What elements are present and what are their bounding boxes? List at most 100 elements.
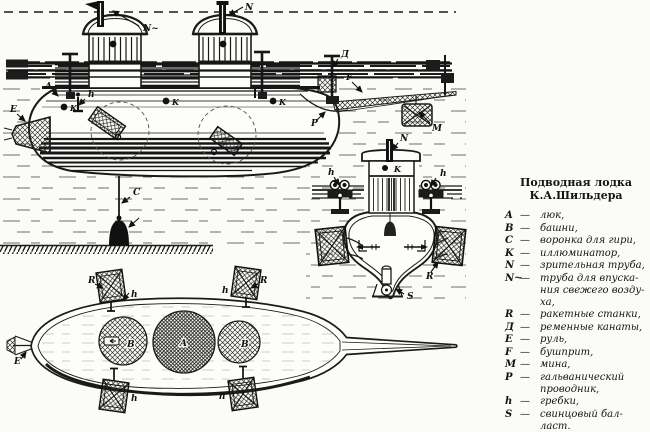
legend-title-line2: К.А.Шильдера: [529, 189, 623, 202]
tower-porthole: [382, 165, 388, 171]
porthole-dots: [60, 97, 277, 111]
legend-dash: —: [520, 235, 530, 246]
hull-dark-band: [39, 132, 331, 172]
callout-mine: M: [431, 124, 443, 134]
legend-entry: Д — ременные канаты,: [505, 322, 647, 334]
legend-letter: A: [505, 210, 513, 221]
top-rocket-stand-4: [227, 376, 259, 412]
callout-porthole: K: [171, 97, 180, 107]
callout-paddle: h: [131, 290, 138, 300]
callout-tower: B: [240, 340, 249, 350]
callout-scope-tube: N: [399, 134, 409, 144]
legend-entry: S — свинцовый бал- ласт.: [505, 409, 647, 432]
legend-letter: B: [505, 222, 514, 234]
legend-entry: A — люк,: [505, 210, 647, 222]
legend-entry: h—гребки,: [505, 396, 647, 408]
callout-rocket-stand: R: [425, 272, 434, 282]
legend-entry: E — руль,: [505, 334, 647, 346]
bowsprit-spar: [299, 90, 457, 113]
tower-circle-left: [98, 316, 148, 366]
legend-label: воронка для гири,: [540, 235, 636, 246]
callout-scope-tube: N: [244, 3, 254, 13]
legend-dash: —: [520, 396, 530, 407]
legend-dash: —: [520, 222, 530, 234]
callout-paddle: h: [222, 286, 229, 296]
callout-paddle: h: [131, 394, 138, 404]
top-view: [6, 265, 458, 414]
legend-letter: S: [505, 408, 513, 420]
legend-entry: N—зрительная труба,: [505, 260, 647, 272]
legend-dash: —: [520, 346, 530, 358]
legend-entry: R—ракетные станки,: [505, 309, 647, 321]
legend-dash: —: [520, 272, 530, 284]
callout-bowsprit: F: [345, 73, 353, 83]
front-rocket-stand-right: [431, 225, 467, 267]
legend-letter: R: [505, 309, 514, 320]
callout-paddle: h: [440, 169, 447, 179]
ballast-mechanism: [372, 265, 403, 298]
callout-paddle: h: [219, 392, 226, 402]
legend-title: Подводная лодка К.А.Шильдера: [505, 176, 647, 202]
legend-entry: B — башни,: [505, 223, 647, 235]
legend-dash: —: [520, 371, 530, 383]
legend-dash: —: [520, 210, 530, 221]
legend-entry: C — воронка для гири,: [505, 235, 647, 247]
rudder-cone: [3, 116, 51, 154]
tower-circle-right: [217, 320, 261, 364]
legend-label: ременные канаты,: [540, 321, 643, 333]
side-view-tower-left: [81, 1, 149, 89]
front-view: [314, 139, 467, 300]
seabed: [0, 244, 213, 254]
legend-entry: M— мина,: [505, 359, 647, 371]
top-rocket-stand-2: [230, 265, 262, 301]
callout-tower: B: [126, 340, 135, 350]
legend-label: зрительная труба,: [540, 260, 645, 271]
legend-label: башни,: [540, 222, 578, 234]
drop-weight: [109, 176, 129, 246]
rocket-stand-stowed: [208, 125, 244, 157]
callout-rocket-stand: R: [259, 276, 268, 286]
top-rocket-stand-3: [98, 378, 130, 414]
callout-porthole: K: [278, 97, 287, 107]
legend-label: руль,: [540, 334, 568, 345]
legend-label: гальванический проводник,: [540, 371, 625, 395]
belt-straps: [346, 237, 449, 260]
legend-letter: M: [505, 359, 517, 370]
legend-entry: K — иллюминатор,: [505, 248, 647, 260]
legend-label: свинцовый бал- ласт.: [540, 408, 623, 432]
legend-letter: K: [505, 247, 514, 259]
legend-letter: C: [505, 235, 513, 246]
air-tube-flag: [85, 1, 97, 10]
stern-rudder: [6, 335, 32, 356]
side-view: [3, 1, 457, 246]
callout-air-tube: N~: [142, 24, 159, 34]
belt-fittings: [6, 59, 454, 104]
legend-letter: E: [505, 334, 513, 345]
callout-paddle: h: [328, 168, 335, 178]
legend-entry: P—гальванический проводник,: [505, 372, 647, 396]
legend-letter: F: [505, 346, 513, 358]
legend-label: бушприт,: [540, 346, 594, 358]
legend-dash: —: [520, 359, 530, 370]
callout-weight-funnel: C: [133, 188, 141, 198]
legend-dash: —: [520, 247, 530, 259]
legend-dash: —: [520, 408, 530, 420]
tower-porthole: [109, 40, 117, 48]
legend-letter: Д: [505, 321, 514, 333]
legend-dash: —: [520, 334, 530, 345]
callout-porthole: K: [69, 103, 78, 113]
legend-dash: —: [520, 260, 530, 271]
legend-label: иллюминатор,: [540, 247, 621, 259]
legend-label: люк,: [540, 210, 565, 221]
stand-posts: [107, 297, 250, 381]
legend-dash: —: [520, 321, 530, 333]
callout-paddle: h: [88, 90, 95, 100]
legend-entry: F — бушприт,: [505, 347, 647, 359]
callout-letters: N~ N A h K K K Д F P M E C N K h h R S R…: [9, 3, 447, 404]
legend-title-line1: Подводная лодка: [520, 176, 632, 189]
callout-hatch: A: [179, 339, 187, 349]
front-rocket-stand-left: [314, 225, 350, 267]
legend-label: мина,: [540, 359, 571, 370]
paddle-wheel-housing: [197, 105, 257, 165]
